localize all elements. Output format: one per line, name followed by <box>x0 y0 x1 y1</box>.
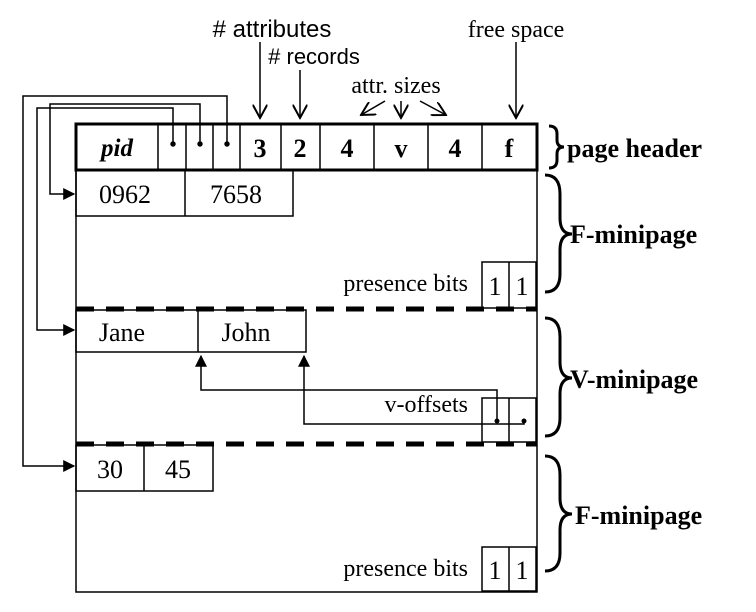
pointer-to-f-minipage-1 <box>49 103 201 200</box>
v-offset-1-arrow <box>195 354 498 421</box>
v-value-1: Jane <box>99 318 145 347</box>
f-minipage-2-brace <box>544 454 573 573</box>
f2-value-2: 45 <box>165 455 191 484</box>
header-cell-attr-size-3: 4 <box>449 134 462 163</box>
attr-sizes-annotation: attr. sizes <box>351 73 440 99</box>
minipage-pointers <box>22 95 228 472</box>
v-value-2: John <box>221 318 270 347</box>
header-cell-pid: pid <box>99 135 133 162</box>
v-minipage-brace <box>544 316 573 438</box>
header-cell-pointer-2: • <box>196 134 203 156</box>
header-cell-pointer-3: • <box>223 134 230 156</box>
attr-size-arrow-right <box>419 100 446 115</box>
f-minipage-2-label: F-minipage <box>575 501 702 530</box>
f2-value-1: 30 <box>97 455 123 484</box>
header-cell-num-attributes: 3 <box>254 134 267 163</box>
f-minipage-1: 0962 7658 presence bits 1 1 <box>75 169 537 309</box>
header-cell-attr-size-2: v <box>395 134 408 163</box>
num-attributes-annotation: # attributes <box>213 16 332 43</box>
header-cell-pointer-1: • <box>169 134 176 156</box>
v-offset-2-arrow <box>298 354 525 425</box>
num-records-annotation: # records <box>268 44 360 69</box>
v-values-box <box>75 309 307 353</box>
f-minipage-1-label: F-minipage <box>570 220 697 249</box>
header-cell-free-space: f <box>505 134 514 163</box>
v-minipage: Jane John v-offsets <box>75 309 537 443</box>
header-cell-attr-size-1: 4 <box>341 134 354 163</box>
f-minipage-1-brace <box>544 173 573 294</box>
free-space-annotation: free space <box>468 17 565 43</box>
f2-presence-bits-label: presence bits <box>343 556 468 582</box>
pointer-to-v-minipage <box>36 107 174 336</box>
pointer-to-f-minipage-2 <box>22 95 228 472</box>
f2-presence-bit-2: 1 <box>516 556 529 585</box>
f1-value-2: 7658 <box>210 180 262 209</box>
f1-presence-bit-2: 1 <box>516 272 529 301</box>
f1-presence-bit-1: 1 <box>489 272 502 301</box>
v-offsets-label: v-offsets <box>384 392 468 418</box>
attr-size-arrow-left <box>361 100 386 115</box>
page-header-label: page header <box>567 134 702 163</box>
page-header-brace <box>548 124 565 170</box>
page-header-row: pid • • • 3 2 4 v 4 f <box>74 122 539 172</box>
f2-presence-bit-1: 1 <box>489 556 502 585</box>
f-minipage-2: 30 45 presence bits 1 1 <box>75 444 537 592</box>
f1-value-1: 0962 <box>99 180 151 209</box>
header-border <box>74 122 539 172</box>
v-minipage-label: V-minipage <box>570 365 698 394</box>
f1-presence-bits-label: presence bits <box>343 271 468 297</box>
header-cell-num-records: 2 <box>294 134 307 163</box>
